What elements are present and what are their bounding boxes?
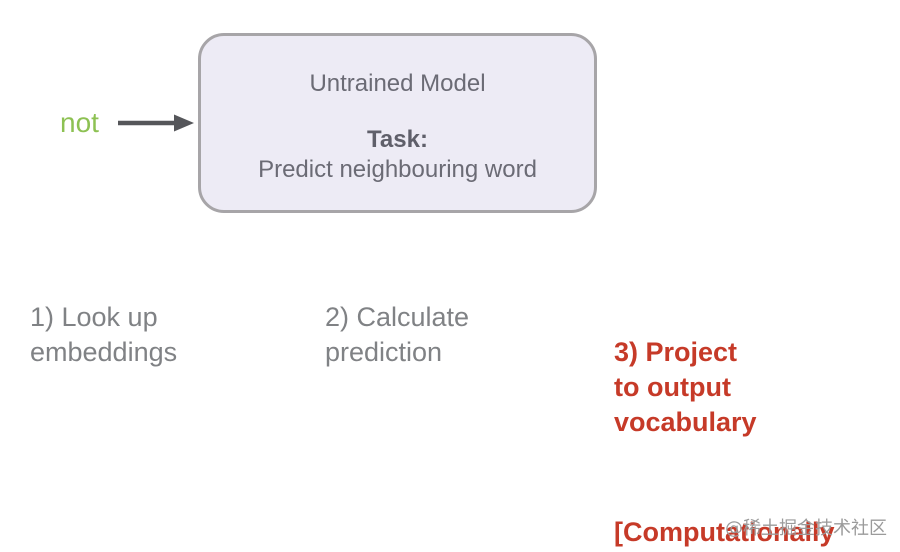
watermark: @稀土掘金技术社区 [725, 518, 887, 539]
untrained-model-box: Untrained Model Task: Predict neighbouri… [198, 33, 597, 213]
step-1-lookup-embeddings: 1) Look up embeddings [30, 302, 178, 367]
computationally-intensive-note: [Computationally Intensive] [614, 517, 835, 547]
task-description: Predict neighbouring word [258, 156, 537, 183]
task-label: Task: [367, 126, 428, 153]
input-word-label: not [60, 107, 99, 138]
step-3-project-vocabulary: 3) Project to output vocabulary [Computa… [614, 300, 835, 552]
step-3-label: 3) Project to output vocabulary [614, 337, 757, 437]
step-2-calculate-prediction: 2) Calculate prediction [325, 302, 470, 367]
model-box-title: Untrained Model [309, 70, 486, 97]
arrow-right-icon [118, 114, 194, 132]
